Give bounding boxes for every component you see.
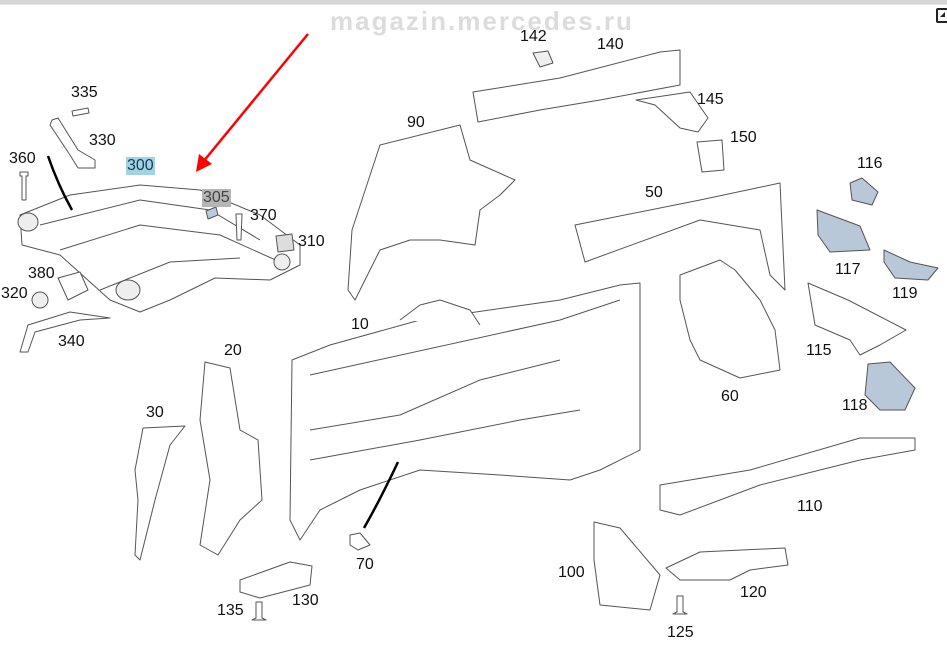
label-370[interactable]: 370 (250, 207, 277, 224)
annotation-arrow (196, 33, 309, 172)
part-125-bolt[interactable] (672, 595, 688, 615)
label-118[interactable]: 118 (842, 397, 868, 414)
part-30-pillar[interactable] (134, 425, 186, 561)
part-340-bracket[interactable] (19, 311, 111, 353)
part-335-bolt[interactable] (71, 107, 90, 117)
part-140-rail[interactable] (472, 49, 681, 123)
label-115[interactable]: 115 (806, 342, 832, 359)
label-116[interactable]: 116 (857, 155, 883, 172)
label-130[interactable]: 130 (292, 592, 319, 609)
part-117-panel[interactable] (816, 209, 871, 253)
part-20-pillar[interactable] (199, 361, 263, 556)
part-370-bolt[interactable] (235, 213, 243, 241)
part-135-bolt[interactable] (251, 601, 267, 621)
label-305[interactable]: 305 (202, 189, 231, 207)
label-310[interactable]: 310 (298, 233, 325, 250)
label-360[interactable]: 360 (9, 150, 36, 167)
leader-line-70 (362, 461, 400, 529)
part-110-rail[interactable] (659, 437, 916, 516)
part-330-bracket[interactable] (49, 117, 96, 169)
label-145[interactable]: 145 (697, 91, 724, 108)
label-150[interactable]: 150 (730, 129, 757, 146)
label-320[interactable]: 320 (1, 285, 28, 302)
part-118-bracket[interactable] (864, 361, 916, 411)
part-70-clip[interactable] (349, 532, 371, 551)
top-bar (0, 0, 947, 5)
label-50[interactable]: 50 (645, 184, 663, 201)
label-110[interactable]: 110 (797, 498, 823, 515)
label-70[interactable]: 70 (356, 556, 374, 573)
label-142[interactable]: 142 (520, 28, 547, 45)
label-100[interactable]: 100 (558, 564, 585, 581)
label-340[interactable]: 340 (58, 333, 85, 350)
part-305-bushing[interactable] (205, 206, 219, 220)
part-130-cover[interactable] (239, 561, 313, 599)
label-380[interactable]: 380 (28, 265, 55, 282)
label-300-selected[interactable]: 300 (126, 157, 155, 175)
label-10[interactable]: 10 (351, 316, 369, 333)
part-60-panel[interactable] (679, 259, 781, 379)
watermark: magazin.mercedes.ru (330, 6, 634, 36)
label-119[interactable]: 119 (892, 285, 918, 302)
leader-line-360 (46, 155, 74, 211)
label-140[interactable]: 140 (597, 36, 624, 53)
part-360-bolt[interactable] (19, 171, 29, 201)
part-10-assembly[interactable] (289, 282, 641, 541)
part-320-bushing[interactable] (31, 291, 49, 309)
expand-icon[interactable] (936, 8, 947, 23)
part-100-bracket[interactable] (593, 521, 661, 611)
part-380-mount[interactable] (57, 271, 89, 301)
part-90-wheelhouse[interactable] (347, 124, 516, 301)
part-115-bracket[interactable] (807, 282, 907, 356)
part-50-member[interactable] (574, 182, 786, 291)
label-20[interactable]: 20 (224, 342, 242, 359)
part-119-panel[interactable] (883, 249, 939, 281)
label-330[interactable]: 330 (89, 132, 116, 149)
part-310-mount[interactable] (275, 233, 295, 253)
part-116-bracket[interactable] (849, 177, 879, 206)
part-142-plug[interactable] (532, 50, 554, 68)
label-120[interactable]: 120 (740, 584, 767, 601)
part-145-bracket[interactable] (635, 91, 709, 133)
label-135[interactable]: 135 (217, 602, 244, 619)
part-300-subframe[interactable] (17, 184, 301, 313)
part-120-bracket[interactable] (665, 547, 789, 581)
label-335[interactable]: 335 (71, 84, 98, 101)
label-60[interactable]: 60 (721, 388, 739, 405)
label-117[interactable]: 117 (835, 261, 861, 278)
part-150-bracket[interactable] (696, 139, 725, 173)
label-125[interactable]: 125 (667, 624, 694, 641)
label-30[interactable]: 30 (146, 404, 164, 421)
label-90[interactable]: 90 (407, 114, 425, 131)
